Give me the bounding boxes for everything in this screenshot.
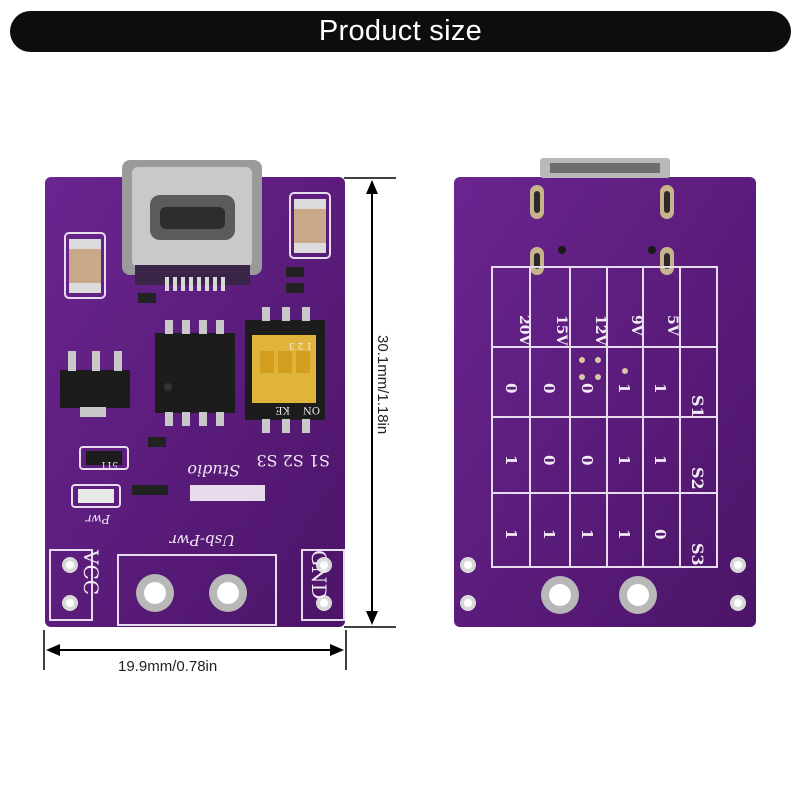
led <box>71 484 121 508</box>
cell-s2-15v: 0 <box>540 455 558 465</box>
voltage-header-20v: 20V <box>516 315 532 346</box>
cell-s3-12v: 1 <box>578 529 596 539</box>
resistor <box>79 446 129 470</box>
smd-components <box>132 267 304 495</box>
capacitor-right <box>289 192 331 259</box>
cell-s1-5v: 1 <box>651 383 669 393</box>
vcc-pad-holes <box>62 557 78 611</box>
cell-s2-5v: 1 <box>651 455 669 465</box>
cell-s2-9v: 1 <box>615 455 633 465</box>
ic-chip <box>155 320 235 426</box>
voltage-regulator <box>60 351 130 417</box>
vcc-pad-frame <box>49 549 93 621</box>
power-pad-frame <box>117 554 277 626</box>
voltage-header-5v: 5V <box>664 315 680 337</box>
row-label-s3: S3 <box>688 543 707 566</box>
banner-title: Product size <box>318 15 483 47</box>
back-pad-holes <box>460 557 746 614</box>
cell-s3-15v: 1 <box>540 529 558 539</box>
voltage-header-9v: 9V <box>628 315 644 337</box>
gnd-pad-holes <box>316 557 332 611</box>
vcc-label: VCC <box>79 549 103 595</box>
switches-label: S1 S2 S3 <box>256 451 330 470</box>
vias <box>558 246 656 380</box>
capacitor-left <box>64 232 106 299</box>
back-pcb-body <box>454 177 756 627</box>
dip-ke-label: KE <box>275 404 290 415</box>
mounting-slots <box>530 185 674 275</box>
width-dimension-label: 19.9mm/0.78in <box>118 658 218 675</box>
cell-s2-20v: 1 <box>502 455 520 465</box>
front-pcb: Usb-Pwr Studio S1 S2 S3 Pwr 511 ON KE 1 … <box>45 160 345 627</box>
cell-s3-20v: 1 <box>502 529 520 539</box>
row-label-s1: S1 <box>688 395 707 418</box>
voltage-table-grid <box>491 266 718 568</box>
dip-on-label: ON <box>303 404 320 415</box>
cell-s2-12v: 0 <box>578 455 596 465</box>
cell-s1-12v: 0 <box>578 383 596 393</box>
cell-s3-9v: 1 <box>615 529 633 539</box>
cell-s1-9v: 1 <box>615 383 633 393</box>
voltage-header-12v: 12V <box>592 315 608 346</box>
cell-s1-15v: 0 <box>540 383 558 393</box>
height-dimension-label: 30.1mm/1.18in <box>374 335 391 435</box>
cell-s3-5v: 0 <box>651 529 669 539</box>
usb-pwr-label: Usb-Pwr <box>169 531 235 549</box>
gnd-pad-frame <box>301 549 345 621</box>
title-banner: Product size <box>10 11 791 52</box>
pwr-label: Pwr <box>85 512 111 526</box>
resistor-code: 511 <box>101 459 118 469</box>
row-label-s2: S2 <box>688 467 707 490</box>
gnd-label: GND <box>307 550 331 600</box>
cell-s1-20v: 0 <box>502 383 520 393</box>
usb-c-connector <box>122 160 262 285</box>
voltage-header-15v: 15V <box>553 315 569 346</box>
power-pad-holes <box>136 574 247 612</box>
brand-logo <box>190 485 265 501</box>
dip-switch <box>245 307 325 433</box>
back-pcb: 20V 15V 12V 9V 5V S1 S2 S3 0 0 0 1 1 1 0… <box>454 158 756 627</box>
studio-label: Studio <box>187 461 240 480</box>
dip-number-label: 1 2 3 <box>289 340 312 350</box>
usb-pins <box>165 277 225 291</box>
